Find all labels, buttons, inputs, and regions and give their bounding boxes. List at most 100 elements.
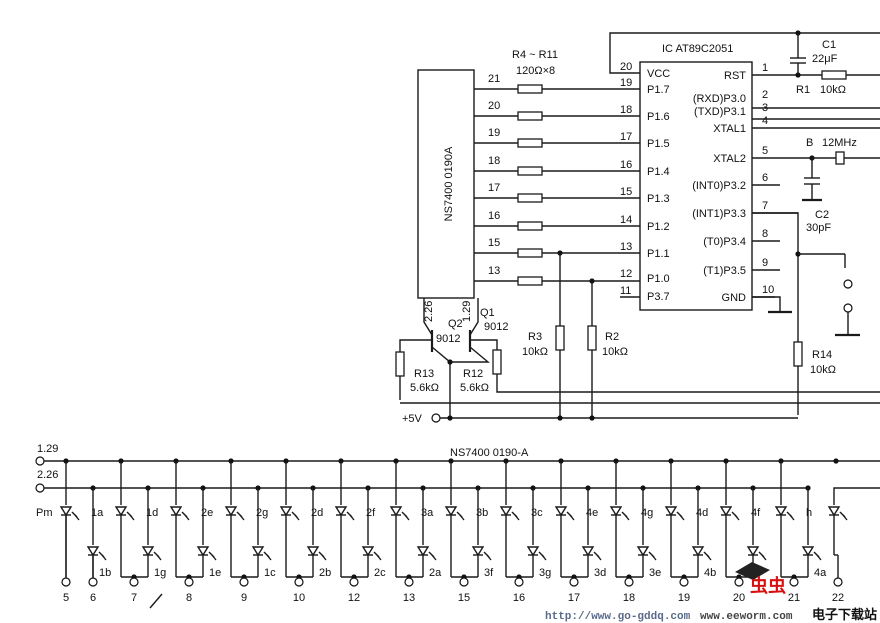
led-triangle [581, 546, 595, 557]
led-triangle [499, 506, 513, 517]
led-arrow [459, 514, 465, 521]
led-label-top: 2e [201, 507, 213, 519]
resistor-r1 [821, 70, 847, 80]
pin-number: 9 [241, 592, 247, 604]
bus-226-label: 2.26 [37, 469, 58, 481]
led-2b [306, 546, 327, 561]
led-label-top: 3b [476, 507, 488, 519]
led-triangle [554, 506, 568, 517]
led-triangle [224, 506, 238, 517]
q1-label: Q1 [480, 307, 495, 319]
ic-pin-number: 10 [762, 284, 774, 296]
led-arrow [816, 554, 822, 561]
terminal-pin [843, 279, 853, 289]
led-triangle [664, 506, 678, 517]
pin-number: 17 [568, 592, 580, 604]
q1-collector [469, 298, 479, 336]
led-4b [691, 546, 712, 561]
resistor-array-value: 120Ω×8 [516, 65, 555, 77]
r12-label: R12 [463, 368, 483, 380]
led-arrow [761, 554, 767, 561]
led-arrow [734, 514, 740, 521]
c1-value: 22μF [812, 53, 838, 65]
led-arrow [101, 554, 107, 561]
led-triangle [801, 546, 815, 557]
q2-value: 9012 [436, 333, 460, 345]
led-label-bottom: 2c [374, 567, 386, 579]
led-triangle [361, 546, 375, 557]
r14-value: 10kΩ [810, 364, 836, 376]
resistor-r7 [517, 166, 543, 176]
led-arrow [789, 514, 795, 521]
terminal-pin [61, 577, 71, 587]
terminal-pin [294, 577, 304, 587]
wire [833, 487, 835, 505]
ic-pin-number: 14 [620, 214, 632, 226]
led-arrow [569, 514, 575, 521]
module-pin-number: 20 [488, 100, 500, 112]
led-triangle [169, 506, 183, 517]
q2-collector [423, 298, 433, 336]
led-triangle [86, 546, 100, 557]
r2-value: 10kΩ [602, 346, 628, 358]
terminal-pin [35, 456, 45, 466]
led-triangle [774, 506, 788, 517]
terminal-pin [184, 577, 194, 587]
terminal-pin [431, 413, 441, 423]
led-1g [141, 546, 162, 561]
led-1b [86, 546, 107, 561]
watermark-logo: 虫虫 [750, 575, 786, 596]
pin-number: 18 [623, 592, 635, 604]
terminal-pin [833, 577, 843, 587]
led-label-top: 2f [366, 507, 376, 519]
resistor-array-label: R4 ~ R11 [512, 49, 558, 61]
led-triangle [306, 546, 320, 557]
resistor-r10 [517, 248, 543, 258]
led-2g [279, 506, 300, 521]
resistor-r2 [587, 325, 597, 351]
resistor-r11 [517, 276, 543, 286]
terminal-pin [459, 577, 469, 587]
p33-wire [752, 212, 799, 415]
ic-pin-name: RST [724, 70, 746, 82]
led-arrow [266, 554, 272, 561]
led-triangle [416, 546, 430, 557]
c2-value: 30pF [806, 222, 831, 234]
display-module-box [417, 69, 475, 299]
led-Pm [59, 506, 80, 521]
pin-number: 6 [90, 592, 96, 604]
led-triangle [59, 506, 73, 517]
led-triangle [827, 506, 841, 517]
led-triangle [196, 546, 210, 557]
led-1e [196, 546, 217, 561]
c2-label: C2 [815, 209, 829, 221]
led-label-bottom: 1g [154, 567, 166, 579]
display-title: NS7400 0190-A [450, 447, 529, 459]
ic-pin-name: (T0)P3.4 [703, 236, 746, 248]
led-label-bottom: 4a [814, 567, 827, 579]
led-arrow [349, 514, 355, 521]
module-pin-number: 21 [488, 73, 500, 85]
module-pin-number: 19 [488, 127, 500, 139]
led-label-top: 1d [146, 507, 158, 519]
r14-label: R14 [812, 349, 832, 361]
ic-pin-number: 5 [762, 145, 768, 157]
ic-pin-number: 15 [620, 186, 632, 198]
r13-value: 5.6kΩ [410, 382, 439, 394]
ic-pin-name: XTAL2 [713, 153, 746, 165]
led-triangle [526, 546, 540, 557]
led-triangle [251, 546, 265, 557]
stray-mark [149, 593, 163, 609]
pin-number: 19 [678, 592, 690, 604]
ic-pin-name: P1.5 [647, 138, 670, 150]
led-arrow [156, 554, 162, 561]
led-arrow [651, 554, 657, 561]
led-1a [114, 506, 135, 521]
terminal-pin [843, 303, 853, 313]
ic-title: IC AT89C2051 [662, 43, 733, 55]
led-arrow [376, 554, 382, 561]
ic-pin-name: (RXD)P3.0 [693, 93, 746, 105]
led-arrow [431, 554, 437, 561]
led-4e [609, 506, 630, 521]
ic-pin-number: 1 [762, 62, 768, 74]
